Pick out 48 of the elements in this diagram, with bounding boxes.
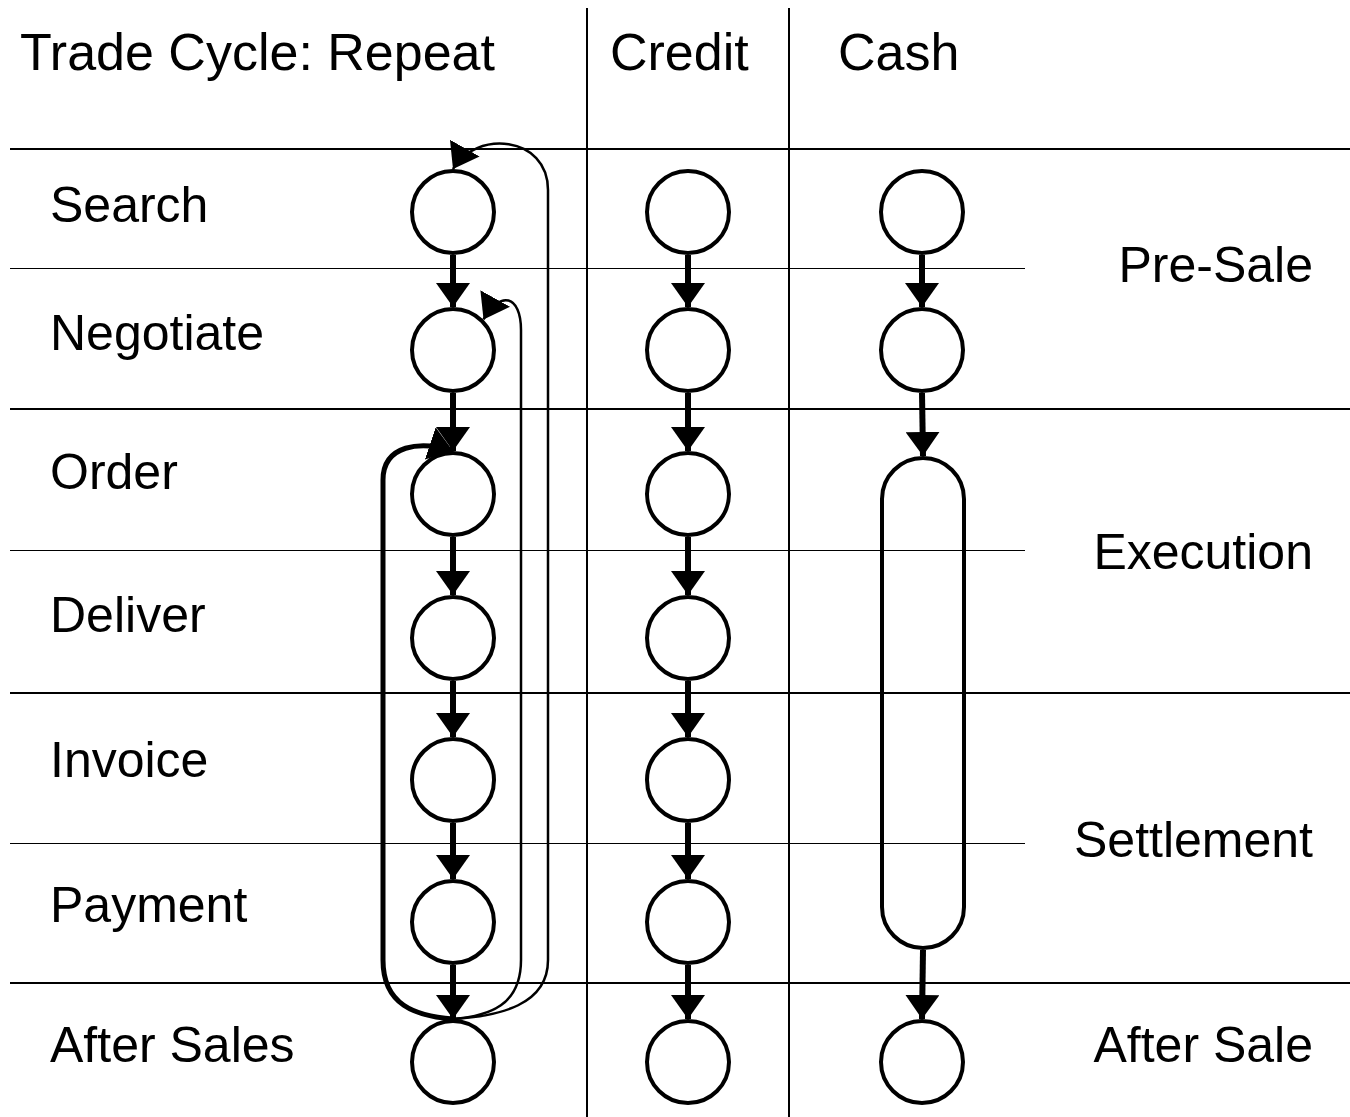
phase-label: Execution xyxy=(1093,527,1313,577)
circle-node xyxy=(410,1019,496,1105)
circle-node xyxy=(879,1019,965,1105)
capsule-node xyxy=(880,456,966,950)
circle-node xyxy=(645,1019,731,1105)
arrow xyxy=(671,255,705,307)
row-label: Invoice xyxy=(50,735,209,785)
circle-node xyxy=(410,595,496,681)
phase-label: Pre-Sale xyxy=(1118,240,1313,290)
row-label: Negotiate xyxy=(50,308,265,358)
circle-node xyxy=(879,307,965,393)
arrow xyxy=(436,537,470,595)
circle-node xyxy=(879,169,965,255)
arrow xyxy=(671,823,705,879)
phase-label: Settlement xyxy=(1074,815,1313,865)
arrow xyxy=(905,949,940,1020)
row-label: Order xyxy=(50,447,178,497)
circle-node xyxy=(645,451,731,537)
circle-node xyxy=(645,595,731,681)
arrow xyxy=(436,965,470,1019)
circle-node xyxy=(645,737,731,823)
circle-node xyxy=(645,169,731,255)
arrow xyxy=(671,393,705,451)
arrow xyxy=(436,393,470,451)
row-label: Payment xyxy=(50,880,248,930)
arrow xyxy=(905,255,939,307)
circle-node xyxy=(645,307,731,393)
circle-node xyxy=(410,737,496,823)
arrow xyxy=(436,255,470,307)
row-label: After Sales xyxy=(50,1020,295,1070)
arrow xyxy=(671,537,705,595)
arrow xyxy=(380,428,454,1022)
circle-node xyxy=(410,879,496,965)
circle-node xyxy=(410,307,496,393)
circle-node xyxy=(645,879,731,965)
phase-label: After Sale xyxy=(1093,1020,1313,1070)
arrow xyxy=(436,681,470,737)
arrow xyxy=(671,681,705,737)
column-header: Credit xyxy=(610,26,749,78)
arrow xyxy=(671,965,705,1019)
row-label: Deliver xyxy=(50,590,206,640)
row-label: Search xyxy=(50,180,209,230)
circle-node xyxy=(410,169,496,255)
circle-node xyxy=(410,451,496,537)
arrow xyxy=(452,139,550,1021)
column-header: Cash xyxy=(838,26,960,78)
arrow xyxy=(436,823,470,879)
arrow xyxy=(905,392,940,457)
